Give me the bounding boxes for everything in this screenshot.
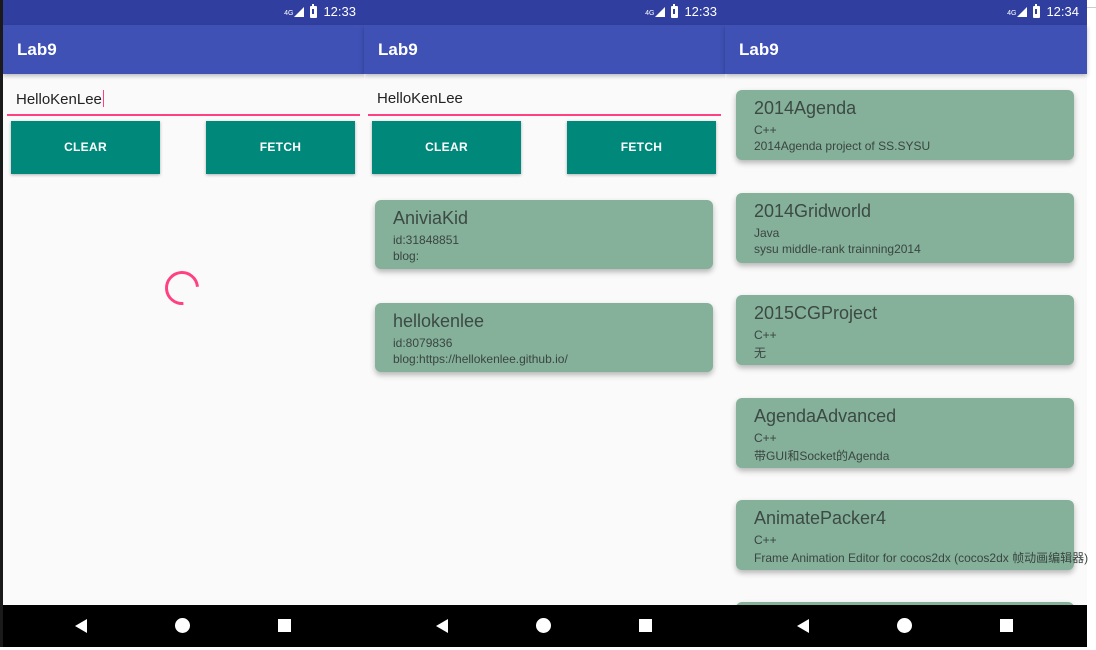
- username-input-value: HelloKenLee: [377, 90, 463, 107]
- back-triangle-icon[interactable]: [797, 619, 809, 633]
- phone-screen-repos: 4G 12:34 Lab9 2014Agenda C++ 2014Agenda …: [725, 0, 1089, 647]
- recents-square-icon[interactable]: [1000, 619, 1013, 632]
- repo-description: Frame Animation Editor for cocos2dx (coc…: [754, 551, 1089, 565]
- battery-charging-icon: [1033, 3, 1041, 18]
- signal-4g-icon: 4G: [1007, 6, 1028, 17]
- repo-card[interactable]: AgendaAdvanced C++ 带GUI和Socket的Agenda: [736, 398, 1074, 468]
- user-blog: blog:https://hellokenlee.github.io/: [393, 352, 568, 366]
- edge-divider: [1087, 7, 1096, 8]
- phone-screen-loading: 4G 12:33 Lab9 HelloKenLee CLEAR FETCH: [3, 0, 364, 647]
- fetch-button[interactable]: FETCH: [567, 121, 716, 174]
- home-circle-icon[interactable]: [897, 618, 912, 633]
- user-login: AniviaKid: [393, 208, 469, 228]
- frame-edge: [0, 0, 3, 647]
- status-time: 12:33: [684, 4, 717, 19]
- repo-name: 2014Agenda: [754, 98, 857, 118]
- recents-square-icon[interactable]: [278, 619, 291, 632]
- status-bar: 4G 12:33: [3, 0, 364, 25]
- status-time: 12:33: [323, 4, 356, 19]
- app-title: Lab9: [378, 40, 418, 59]
- user-card[interactable]: AniviaKid id:31848851 blog:: [375, 200, 713, 269]
- phone-screen-users: 4G 12:33 Lab9 HelloKenLee CLEAR FETCH An…: [364, 0, 725, 647]
- repo-card[interactable]: 2015CGProject C++ 无: [736, 295, 1074, 365]
- home-circle-icon[interactable]: [175, 618, 190, 633]
- username-input-value: HelloKenLee: [16, 91, 102, 108]
- app-toolbar: Lab9: [364, 25, 725, 74]
- app-title: Lab9: [17, 40, 57, 59]
- clear-button[interactable]: CLEAR: [372, 121, 521, 174]
- repo-language: C++: [754, 431, 777, 445]
- signal-4g-icon: 4G: [645, 6, 666, 17]
- username-input[interactable]: HelloKenLee: [7, 84, 360, 116]
- repo-language: Java: [754, 226, 780, 240]
- status-bar: 4G 12:34: [725, 0, 1087, 25]
- back-triangle-icon[interactable]: [436, 619, 448, 633]
- repo-name: 2015CGProject: [754, 303, 878, 323]
- repo-language: C++: [754, 533, 777, 547]
- signal-4g-icon: 4G: [284, 6, 305, 17]
- repo-description: 无: [754, 346, 767, 360]
- system-nav-bar: [3, 605, 364, 647]
- repo-card[interactable]: 2014Agenda C++ 2014Agenda project of SS.…: [736, 90, 1074, 160]
- repo-card[interactable]: AnimatePacker4 C++ Frame Animation Edito…: [736, 500, 1089, 570]
- fetch-button[interactable]: FETCH: [206, 121, 355, 174]
- user-id: id:31848851: [393, 233, 460, 247]
- recents-square-icon[interactable]: [639, 619, 652, 632]
- app-title: Lab9: [739, 40, 779, 59]
- system-nav-bar: [725, 605, 1087, 647]
- status-time: 12:34: [1046, 4, 1079, 19]
- user-blog: blog:: [393, 249, 420, 263]
- app-toolbar: Lab9: [3, 25, 364, 74]
- text-cursor: [102, 90, 104, 107]
- battery-charging-icon: [671, 3, 679, 18]
- system-nav-bar: [364, 605, 725, 647]
- repo-name: AgendaAdvanced: [754, 406, 897, 426]
- loading-spinner-icon: [158, 264, 206, 312]
- repo-description: sysu middle-rank trainning2014: [754, 242, 921, 256]
- clear-button[interactable]: CLEAR: [11, 121, 160, 174]
- back-triangle-icon[interactable]: [75, 619, 87, 633]
- repo-description: 2014Agenda project of SS.SYSU: [754, 139, 931, 153]
- repo-card[interactable]: 2014Gridworld Java sysu middle-rank trai…: [736, 193, 1074, 263]
- home-circle-icon[interactable]: [536, 618, 551, 633]
- user-card[interactable]: hellokenlee id:8079836 blog:https://hell…: [375, 303, 713, 372]
- repo-language: C++: [754, 328, 777, 342]
- app-toolbar: Lab9: [725, 25, 1087, 74]
- repo-name: 2014Gridworld: [754, 201, 872, 221]
- battery-charging-icon: [310, 3, 318, 18]
- user-id: id:8079836: [393, 336, 453, 350]
- username-input[interactable]: HelloKenLee: [368, 84, 721, 116]
- user-login: hellokenlee: [393, 311, 485, 331]
- repo-language: C++: [754, 123, 777, 137]
- status-bar: 4G 12:33: [364, 0, 725, 25]
- repo-name: AnimatePacker4: [754, 508, 887, 528]
- repo-description: 带GUI和Socket的Agenda: [754, 449, 890, 463]
